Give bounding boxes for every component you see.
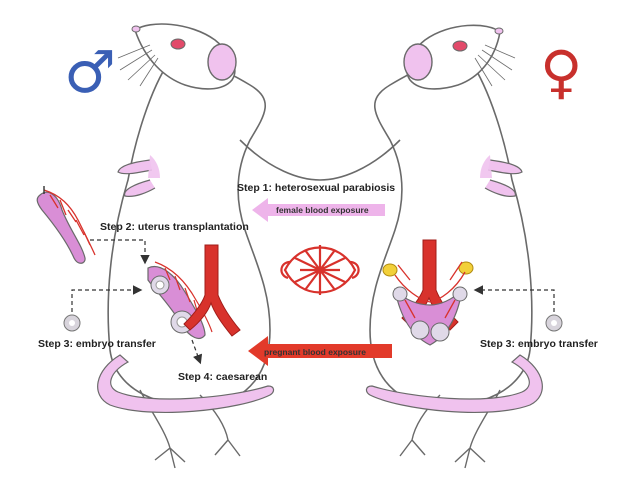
label-step1: Step 1: heterosexual parabiosis	[237, 182, 395, 194]
female-rat-body	[369, 58, 533, 407]
male-rat-eye	[170, 38, 186, 50]
female-rat-tail	[365, 354, 543, 413]
donor-uterus	[36, 186, 96, 264]
male-rat-head	[134, 23, 236, 90]
male-rat-front-paw	[117, 159, 153, 175]
female-rat-nose	[494, 27, 504, 35]
arrow-female-blood	[252, 198, 385, 222]
female-rat-whiskers	[474, 44, 516, 87]
male-rat-nose	[131, 25, 141, 33]
male-rat-hind-leg	[139, 389, 186, 469]
label-step4: Step 4: caesarean	[178, 371, 267, 383]
parabiosis-junction	[239, 139, 401, 181]
label-step3-right: Step 3: embryo transfer	[480, 338, 598, 350]
embryo-source-left	[63, 314, 81, 332]
label-female-blood: female blood exposure	[276, 205, 369, 215]
label-pregnant-blood: pregnant blood exposure	[264, 347, 366, 357]
female-rat	[365, 24, 543, 469]
female-rat-head	[406, 24, 501, 90]
female-symbol-icon: ♀	[540, 38, 582, 106]
female-rat-hind-leg	[454, 389, 501, 469]
male-symbol-icon: ♂	[64, 38, 116, 106]
male-rat	[97, 23, 275, 469]
vascular-network	[280, 245, 360, 295]
arrow-embryo-right	[473, 285, 555, 312]
arrow-caesarean	[191, 339, 203, 365]
female-rat-ear	[403, 43, 433, 81]
male-rat-tail	[97, 354, 275, 413]
female-rat-front-paw	[487, 159, 523, 175]
female-uterus	[382, 239, 474, 346]
blood-vessel-icon	[183, 244, 241, 337]
label-step2: Step 2: uterus transplantation	[100, 221, 249, 233]
arrow-pregnant-blood	[248, 336, 392, 366]
male-rat-ear	[207, 43, 237, 81]
arrow-embryo-left	[71, 285, 143, 312]
female-rat-eye	[452, 40, 468, 52]
male-rat-whiskers	[117, 44, 159, 87]
embryo-source-right	[545, 314, 563, 332]
label-step3-left: Step 3: embryo transfer	[38, 338, 156, 350]
